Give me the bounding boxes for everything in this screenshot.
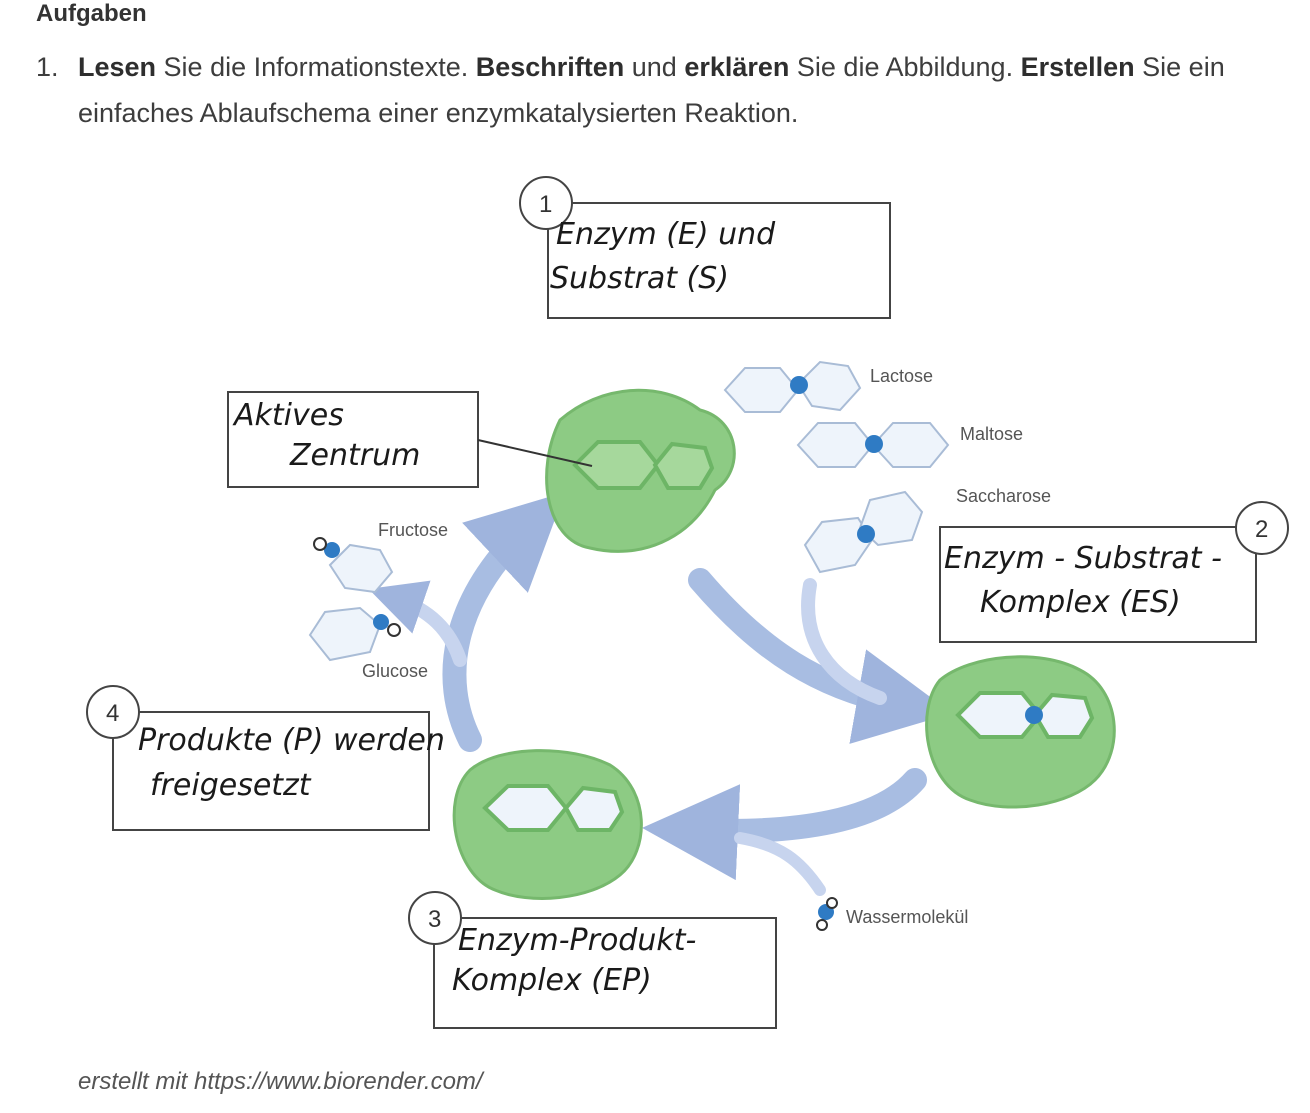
task-text-run: Sie ein einfaches Ablaufschema einer enz… xyxy=(78,52,1225,128)
task-keyword: Beschriften xyxy=(475,52,625,82)
maltose-molecule xyxy=(796,422,950,468)
box-3-line1: Enzym-Produkt- xyxy=(458,923,696,958)
maltose-label: Maltose xyxy=(960,424,1023,444)
task-text-run: Sie die Informationstexte. xyxy=(156,52,476,82)
task-text-run: Sie die Abbildung. xyxy=(789,52,1021,82)
label-box-active-site: Aktives Zentrum xyxy=(227,391,593,488)
active-site-line2: Zentrum xyxy=(289,438,420,473)
arrow-water-in xyxy=(734,832,826,896)
active-site-pointer xyxy=(477,439,593,467)
active-site xyxy=(572,440,715,490)
arrow-ep-to-e xyxy=(442,492,566,752)
saccharose-label: Saccharose xyxy=(956,486,1051,506)
box-1-number: 1 xyxy=(539,191,552,218)
task-text-run: und xyxy=(624,52,685,82)
enzyme-free xyxy=(545,388,736,553)
label-box-4: 4 Produkte (P) werden freigesetzt xyxy=(86,685,445,831)
water-label: Wassermolekül xyxy=(846,907,968,927)
box-2-number: 2 xyxy=(1255,516,1268,543)
enzyme-product-complex xyxy=(452,749,643,900)
box-3-number: 3 xyxy=(428,906,441,933)
task-keyword: Lesen xyxy=(78,52,157,82)
task-number: 1. xyxy=(36,52,59,82)
arrow-saccharose-in xyxy=(801,578,887,705)
enzyme-substrate-complex xyxy=(925,655,1116,809)
task-keyword: erklären xyxy=(684,52,790,82)
label-box-2: 2 Enzym - Substrat - Komplex (ES) xyxy=(939,501,1289,643)
arrow-es-to-ep xyxy=(642,768,927,881)
box-2-line2: Komplex (ES) xyxy=(980,585,1181,620)
lactose-molecule xyxy=(723,360,862,413)
task-text: Lesen Sie die Informationstexte. Beschri… xyxy=(78,44,1276,136)
source-credit: erstellt mit https://www.biorender.com/ xyxy=(78,1068,483,1095)
active-site-line1: Aktives xyxy=(232,398,344,433)
box-4-line2: freigesetzt xyxy=(150,768,312,803)
box-1-line2: Substrat (S) xyxy=(550,261,729,296)
label-box-1: 1 Enzym (E) und Substrat (S) xyxy=(519,176,891,319)
box-4-line1: Produkte (P) werden xyxy=(138,723,445,758)
water-molecule xyxy=(816,897,838,931)
glucose-label: Glucose xyxy=(362,661,428,681)
task-instruction: 1. Lesen Sie die Informationstexte. Besc… xyxy=(36,44,1276,136)
box-2-line1: Enzym - Substrat - xyxy=(944,541,1222,576)
fructose-molecule xyxy=(313,537,394,594)
box-1-line1: Enzym (E) und xyxy=(556,217,776,252)
label-box-3: 3 Enzym-Produkt- Komplex (EP) xyxy=(408,891,777,1029)
saccharose-molecule xyxy=(803,490,924,574)
box-4-number: 4 xyxy=(106,700,119,727)
arrow-products-out xyxy=(368,580,467,667)
page-heading: Aufgaben xyxy=(36,0,147,27)
cycle-arrows xyxy=(368,492,953,896)
glucose-molecule xyxy=(308,606,401,662)
lactose-label: Lactose xyxy=(870,366,933,386)
task-keyword: Erstellen xyxy=(1020,52,1135,82)
fructose-label: Fructose xyxy=(378,520,448,540)
box-3-line2: Komplex (EP) xyxy=(452,963,652,998)
